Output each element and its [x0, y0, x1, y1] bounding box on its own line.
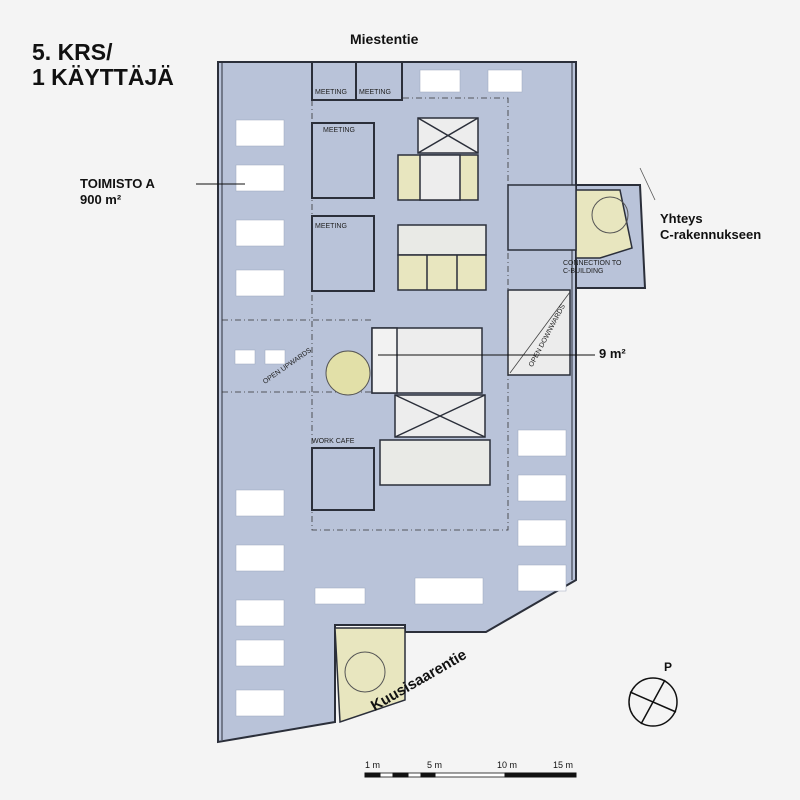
title-users: 1 KÄYTTÄJÄ [32, 64, 174, 90]
open-downwards-void [507, 289, 571, 376]
page-title: 5. KRS/ 1 KÄYTTÄJÄ [32, 40, 174, 90]
connection-callout: Yhteys C-rakennukseen [660, 211, 761, 243]
connection-label-1: CONNECTION TO [563, 260, 622, 267]
desk [235, 639, 285, 667]
desk [235, 544, 285, 572]
scale-bar [364, 772, 577, 778]
spiral-stair-open [325, 350, 371, 396]
connection-line1: Yhteys [660, 211, 703, 226]
scale-label: 5 m [427, 760, 443, 770]
desk [234, 349, 256, 365]
room-label-work-cafe: WORK CAFE [312, 438, 355, 445]
desk [235, 219, 285, 247]
desk [487, 69, 523, 93]
desk [235, 489, 285, 517]
room-label-connection: CONNECTION TO C-BUILDING [563, 260, 621, 276]
desk [235, 269, 285, 297]
desk [235, 689, 285, 717]
north-label: P [664, 660, 673, 674]
desk [235, 599, 285, 627]
small-area-callout: 9 m² [599, 346, 626, 361]
office-callout: TOIMISTO A 900 m² [80, 176, 155, 208]
desk [414, 577, 484, 605]
room-label-meeting: MEETING [315, 223, 347, 230]
scale-label: 15 m [553, 760, 574, 770]
desk [235, 119, 285, 147]
desk [235, 164, 285, 192]
scale-label: 10 m [497, 760, 518, 770]
room-label-meeting: MEETING [323, 127, 355, 134]
title-floor: 5. KRS/ [32, 39, 113, 65]
connection-line2: C-rakennukseen [660, 227, 762, 242]
connection-label-2: C-BUILDING [563, 268, 604, 275]
south-stair [334, 627, 406, 724]
office-area: 900 m² [80, 192, 122, 207]
desk [419, 69, 461, 93]
desk [517, 474, 567, 502]
office-name: TOIMISTO A [80, 176, 155, 191]
desk [517, 519, 567, 547]
desk [314, 587, 366, 605]
desk [517, 429, 567, 457]
north-arrow-icon [628, 677, 678, 727]
scale-label: 1 m [365, 760, 381, 770]
room-label-meeting: MEETING [359, 89, 391, 96]
room-label-meeting: MEETING [315, 89, 347, 96]
desk [264, 349, 286, 365]
desk [517, 564, 567, 592]
street-north: Miestentie [350, 31, 419, 47]
